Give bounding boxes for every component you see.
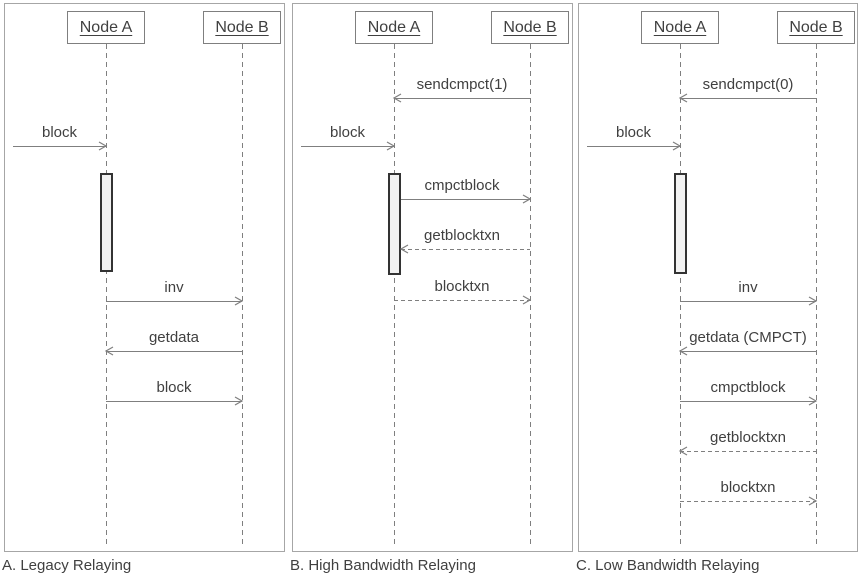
message-label: inv bbox=[164, 279, 184, 296]
lifeline-node-a bbox=[680, 44, 681, 544]
arrowhead-left-icon bbox=[392, 93, 402, 103]
message-label: inv bbox=[738, 279, 758, 296]
message-label: block bbox=[41, 124, 78, 141]
arrowhead-right-icon bbox=[234, 296, 244, 306]
message-label: getdata bbox=[148, 329, 200, 346]
message-label: getdata (CMPCT) bbox=[689, 329, 807, 346]
lifeline-node-b bbox=[242, 44, 243, 544]
panel-legacy-relaying: Node A Node B block inv getdata block bbox=[4, 3, 285, 552]
arrowhead-right-icon bbox=[234, 396, 244, 406]
message-label: sendcmpct(1) bbox=[416, 76, 508, 93]
node-label-a: Node A bbox=[367, 19, 421, 36]
node-label-a: Node A bbox=[653, 19, 707, 36]
caption-high-bandwidth-relaying: B. High Bandwidth Relaying bbox=[290, 557, 476, 574]
message-line bbox=[680, 451, 816, 452]
node-box-a: Node A bbox=[641, 11, 719, 44]
message-line bbox=[400, 249, 530, 250]
node-box-b: Node B bbox=[491, 11, 569, 44]
node-box-a: Node A bbox=[67, 11, 145, 44]
message-line bbox=[587, 146, 680, 147]
caption-low-bandwidth-relaying: C. Low Bandwidth Relaying bbox=[576, 557, 760, 574]
message-line bbox=[400, 199, 530, 200]
lifeline-node-b bbox=[816, 44, 817, 544]
message-label: block bbox=[615, 124, 652, 141]
node-label-b: Node B bbox=[789, 19, 843, 36]
message-line bbox=[13, 146, 106, 147]
message-line bbox=[106, 401, 242, 402]
lifeline-node-b bbox=[530, 44, 531, 544]
activation-bar bbox=[673, 173, 687, 274]
caption-legacy-relaying: A. Legacy Relaying bbox=[2, 557, 132, 574]
arrowhead-right-icon bbox=[522, 295, 532, 305]
lifeline-node-a bbox=[394, 44, 395, 544]
arrowhead-right-icon bbox=[808, 496, 818, 506]
message-label: block bbox=[329, 124, 366, 141]
message-line bbox=[680, 301, 816, 302]
arrowhead-right-icon bbox=[672, 141, 682, 151]
node-box-b: Node B bbox=[777, 11, 855, 44]
message-label: blocktxn bbox=[720, 479, 776, 496]
node-label-a: Node A bbox=[79, 19, 133, 36]
message-line bbox=[394, 300, 530, 301]
activation-bar bbox=[387, 173, 401, 275]
message-line bbox=[106, 351, 242, 352]
node-box-a: Node A bbox=[355, 11, 433, 44]
panel-low-bandwidth-relaying: Node A Node B sendcmpct(0) block inv getdata … bbox=[578, 3, 858, 552]
message-label: cmpctblock bbox=[710, 379, 786, 396]
message-label: getblocktxn bbox=[710, 429, 786, 446]
arrowhead-right-icon bbox=[808, 296, 818, 306]
arrowhead-right-icon bbox=[808, 396, 818, 406]
arrowhead-left-icon bbox=[104, 346, 114, 356]
arrowhead-left-icon bbox=[678, 93, 688, 103]
message-line bbox=[680, 501, 816, 502]
arrowhead-right-icon bbox=[522, 194, 532, 204]
arrowhead-left-icon bbox=[399, 244, 408, 254]
arrowhead-right-icon bbox=[386, 141, 396, 151]
lifeline-node-a bbox=[106, 44, 107, 544]
message-label: cmpctblock bbox=[424, 177, 500, 194]
message-line bbox=[301, 146, 394, 147]
message-line bbox=[680, 98, 816, 99]
node-label-b: Node B bbox=[503, 19, 557, 36]
arrowhead-left-icon bbox=[678, 446, 688, 456]
message-line bbox=[680, 401, 816, 402]
message-line bbox=[680, 351, 816, 352]
message-label: getblocktxn bbox=[424, 227, 500, 244]
node-label-b: Node B bbox=[215, 19, 269, 36]
panel-high-bandwidth-relaying: Node A Node B sendcmpct(1) block cmpctblock g… bbox=[292, 3, 573, 552]
message-line bbox=[106, 301, 242, 302]
message-label: blocktxn bbox=[434, 278, 490, 295]
message-label: sendcmpct(0) bbox=[702, 76, 794, 93]
arrowhead-right-icon bbox=[98, 141, 108, 151]
node-box-b: Node B bbox=[203, 11, 281, 44]
message-line bbox=[394, 98, 530, 99]
arrowhead-left-icon bbox=[678, 346, 688, 356]
activation-bar bbox=[99, 173, 113, 272]
message-label: block bbox=[156, 379, 192, 396]
